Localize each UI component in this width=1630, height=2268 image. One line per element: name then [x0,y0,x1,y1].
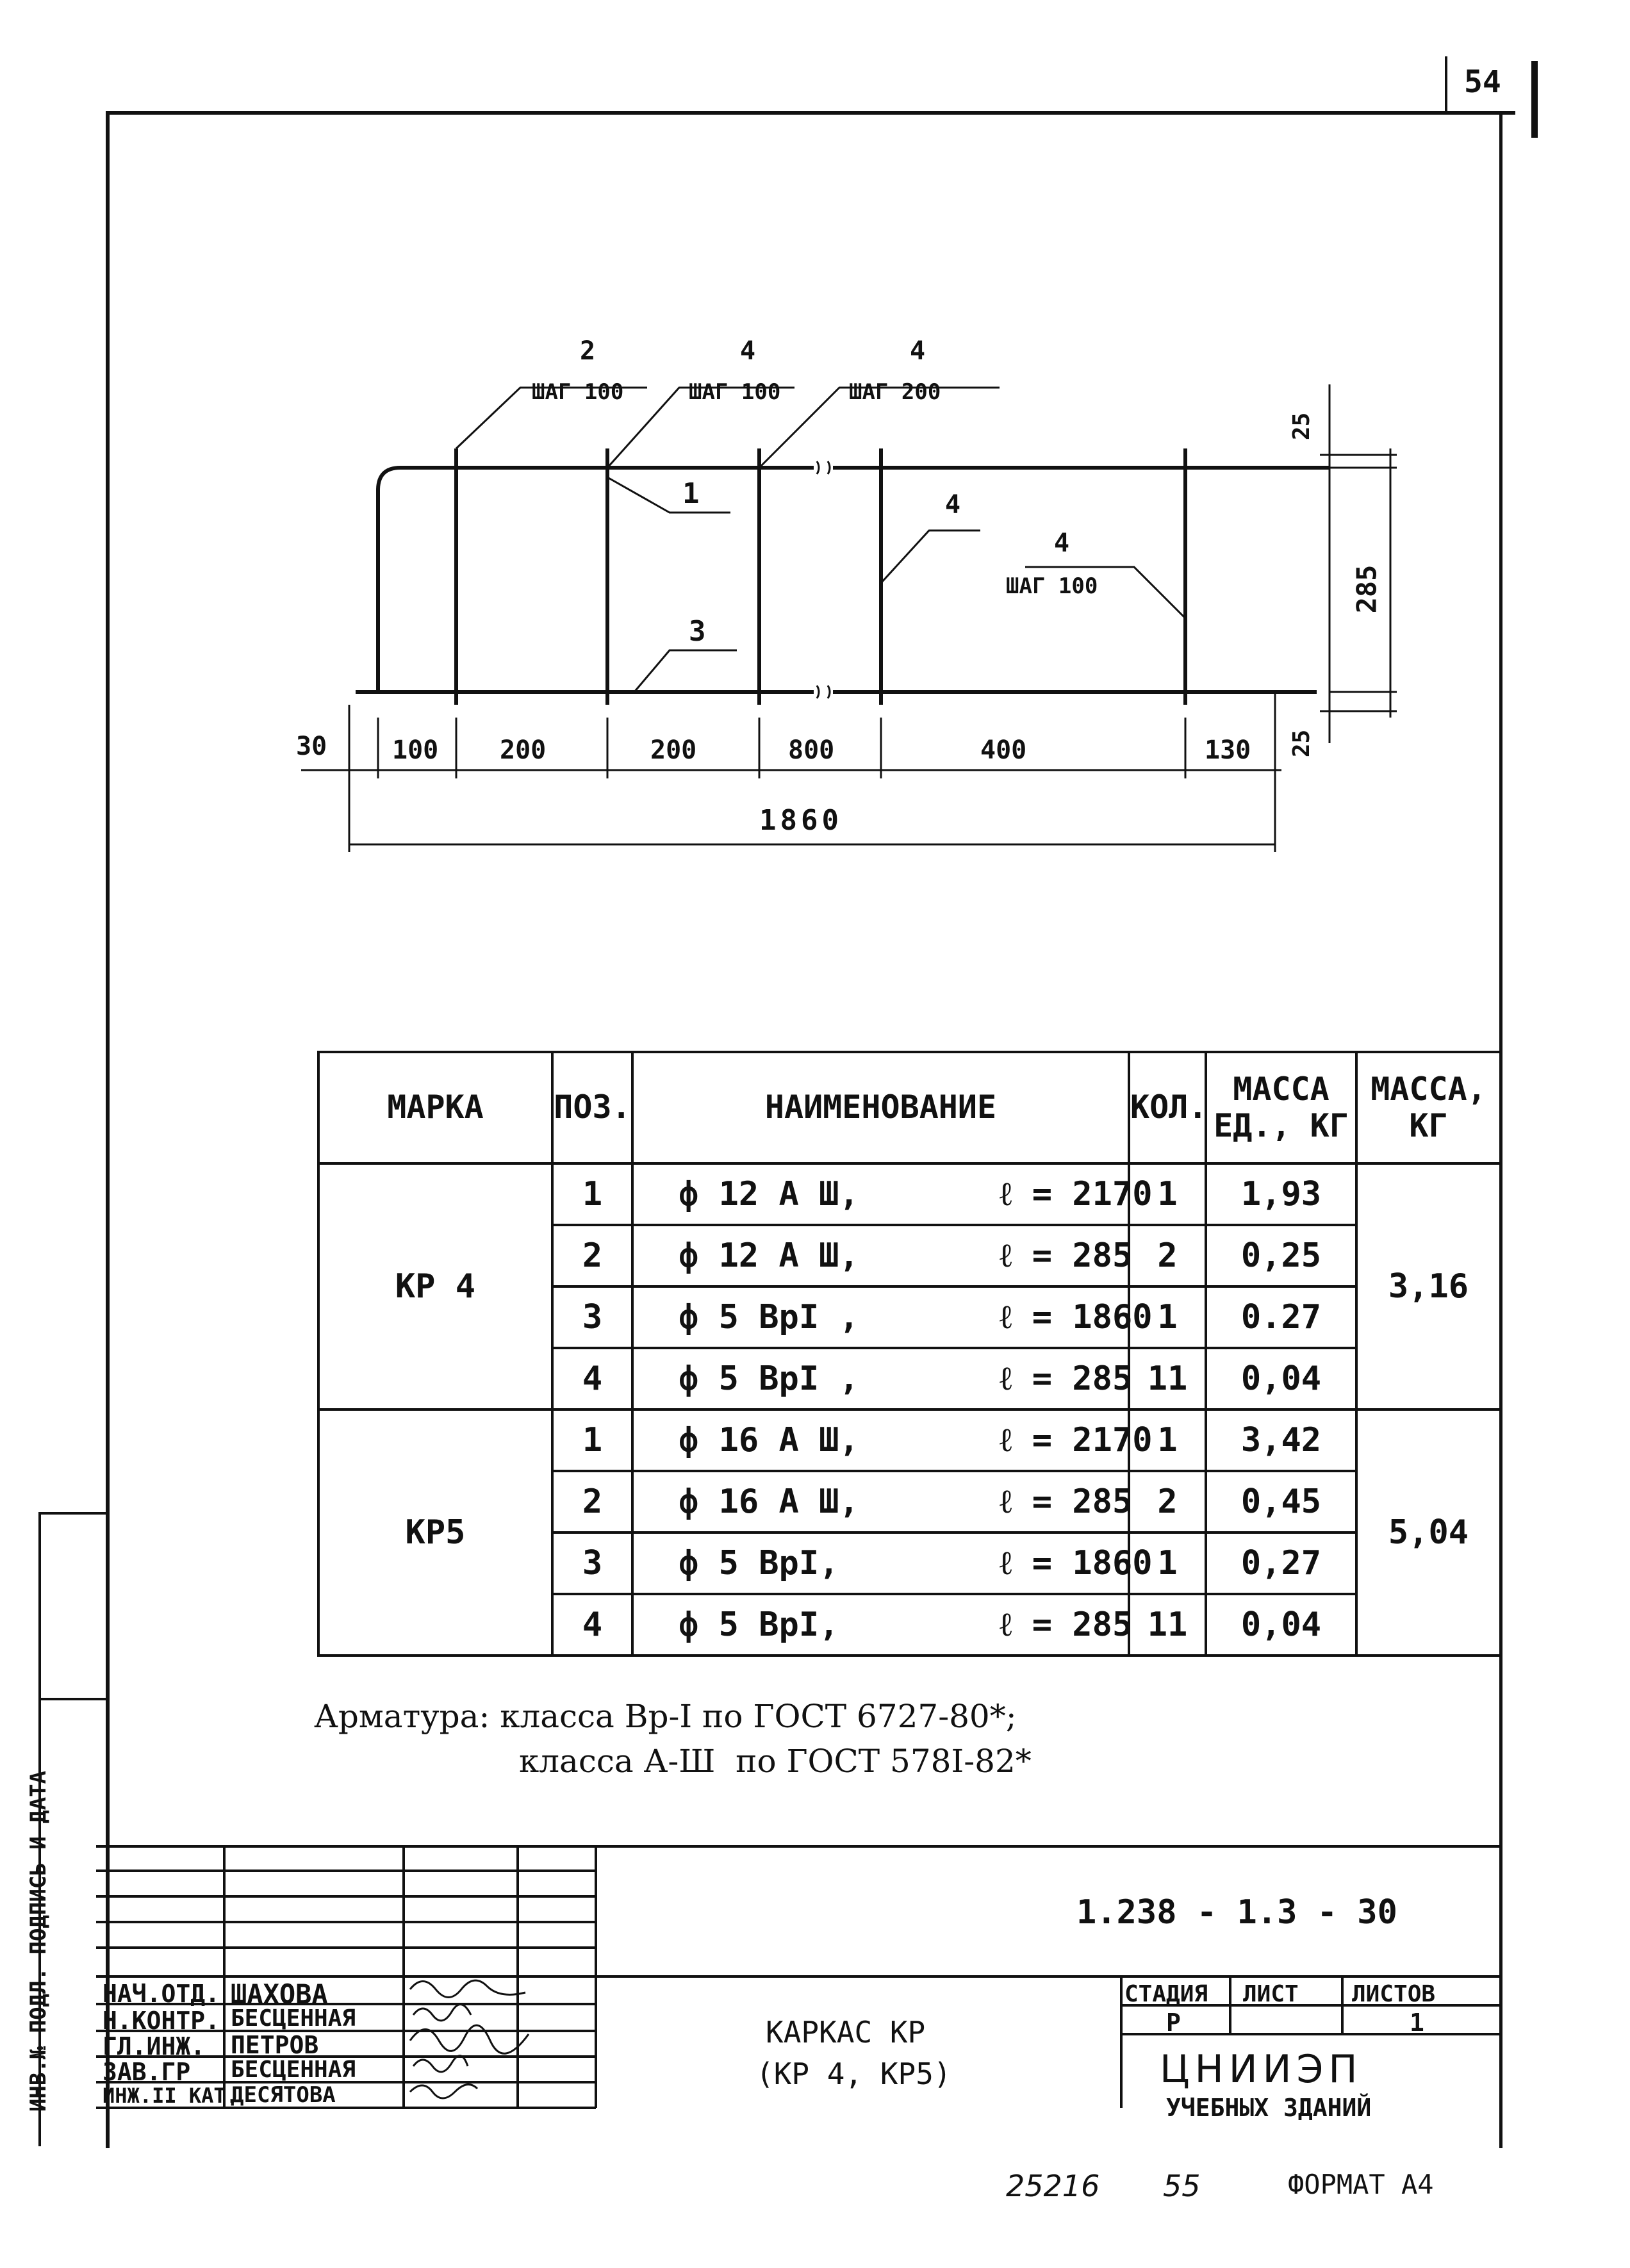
table-row: 3 ф 5 ВрI, ℓ = 1860 1 0,27 [318,1531,1501,1595]
sheets-value: 1 [1410,2009,1424,2037]
dim-100: 100 [392,735,439,765]
col-unit-mass: МАССА ЕД., КГ [1205,1051,1358,1165]
table-row: 4 ф 5 ВрI , ℓ = 285 11 0,04 [318,1347,1501,1411]
total-kr4: 3,16 [1355,1162,1502,1411]
leader-label-2-bottom: ШАГ 100 [689,379,781,405]
drawing-code: 1.238 - 1.3 - 30 [1076,1893,1397,1932]
leader-label-4-top: 4 [945,490,961,520]
stage-header: СТАДИЯ [1124,1981,1208,2007]
leader-label-3-top: 4 [910,336,926,366]
sheets-header: ЛИСТОВ [1352,1981,1436,2007]
mark-kr4: КР 4 [317,1162,554,1411]
name-3: ПЕТРОВ [231,2031,319,2059]
sheet-number-bracket [1531,61,1538,138]
table-row: 4 ф 5 ВрI, ℓ = 285 11 0,04 [318,1593,1501,1657]
frame-right [1499,111,1502,2148]
role-4: ЗАВ.ГР [103,2058,191,2086]
footer-format: ФОРМАТ А4 [1288,2169,1434,2200]
total-kr5: 5,04 [1355,1408,1502,1657]
mark-kr5: КР5 [317,1408,554,1657]
name-2: БЕСЦЕННАЯ [231,2005,356,2032]
frame-drawing [301,384,1397,852]
leader-label-1-top: 2 [580,336,596,366]
frame-left [106,111,110,2148]
dim-right-25-top: 25 [1288,412,1315,441]
leader-label-3-bottom: ШАГ 200 [849,379,941,405]
role-5: ИНЖ.II КАТ. [103,2083,238,2108]
col-mark: МАРКА [317,1051,554,1165]
dim-30: 30 [296,732,327,761]
role-2: Н.КОНТР. [103,2007,220,2035]
position-label-1: 1 [682,477,700,510]
stamp-col-h1 [38,1512,109,1515]
role-1: НАЧ.ОТД. [103,1980,220,2008]
dim-right-285: 285 [1351,564,1383,614]
stamp-col-line [38,1512,41,2146]
bar-top [376,466,814,692]
spec-header-row: МАРКА ПОЗ. НАИМЕНОВАНИЕ КОЛ. МАССА ЕД., … [317,1051,1502,1165]
dim-200-b: 200 [650,735,697,765]
org-subtitle: УЧЕБНЫХ ЗДАНИЙ [1166,2094,1372,2122]
name-5: ДЕСЯТОВА [231,2082,336,2108]
col-total-mass: МАССА, КГ [1355,1051,1502,1165]
dim-200-a: 200 [500,735,547,765]
leader-label-1-bottom: ШАГ 100 [532,379,624,405]
frame-top [106,111,1515,115]
title-line-2: (КР 4, КР5) [756,2057,951,2091]
sheet-header: ЛИСТ [1243,1981,1299,2007]
table-row: 3 ф 5 ВрI , ℓ = 1860 1 0.27 [318,1285,1501,1349]
table-row: 2 ф 16 А Ш, ℓ = 285 2 0,45 [318,1470,1501,1534]
col-name: НАИМЕНОВАНИЕ [631,1051,1130,1165]
position-label-3: 3 [689,615,706,648]
name-4: БЕСЦЕННАЯ [231,2057,356,2083]
stage-value: Р [1166,2009,1181,2037]
dim-400: 400 [980,735,1027,765]
footer-number: 25216 [1006,2169,1100,2203]
col-qty: КОЛ. [1128,1051,1207,1165]
spec-table: МАРКА ПОЗ. НАИМЕНОВАНИЕ КОЛ. МАССА ЕД., … [317,1051,1502,1657]
org-name: ЦНИИЭП [1160,2047,1363,2092]
title-line-1: КАРКАС КР [766,2015,926,2050]
stamp-col-h2 [38,1698,109,1700]
dim-right-25-bottom: 25 [1288,729,1315,758]
sheet-number-box-left [1445,56,1447,114]
leader-label-5-top: 4 [1054,529,1070,558]
leader-label-5-bottom: ШАГ 100 [1006,573,1098,599]
dim-800: 800 [788,735,835,765]
name-1: ШАХОВА [231,1978,328,2010]
note-line-1: Арматура: класса Вр-I по ГОСТ 6727-80*; [314,1698,1017,1735]
sheet-number: 54 [1464,64,1501,100]
role-3: ГЛ.ИНЖ. [103,2032,206,2060]
table-row: КР5 1 ф 16 А Ш, ℓ = 2170 1 3,42 5,04 [317,1408,1502,1657]
dim-130: 130 [1205,735,1251,765]
col-pos: ПОЗ. [551,1051,634,1165]
note-line-2: класса А-Ш по ГОСТ 578I-82* [519,1743,1032,1780]
signatures [409,1979,530,2100]
footer-page: 55 [1163,2169,1201,2203]
leader-label-2-top: 4 [740,336,756,366]
table-row: КР 4 1 ф 12 А Ш, ℓ = 2170 1 1,93 3,16 [317,1162,1502,1411]
table-row: 2 ф 12 А Ш, ℓ = 285 2 0,25 [318,1224,1501,1288]
dim-total: 1860 [759,804,843,837]
title-block-grid [96,1845,1502,2109]
